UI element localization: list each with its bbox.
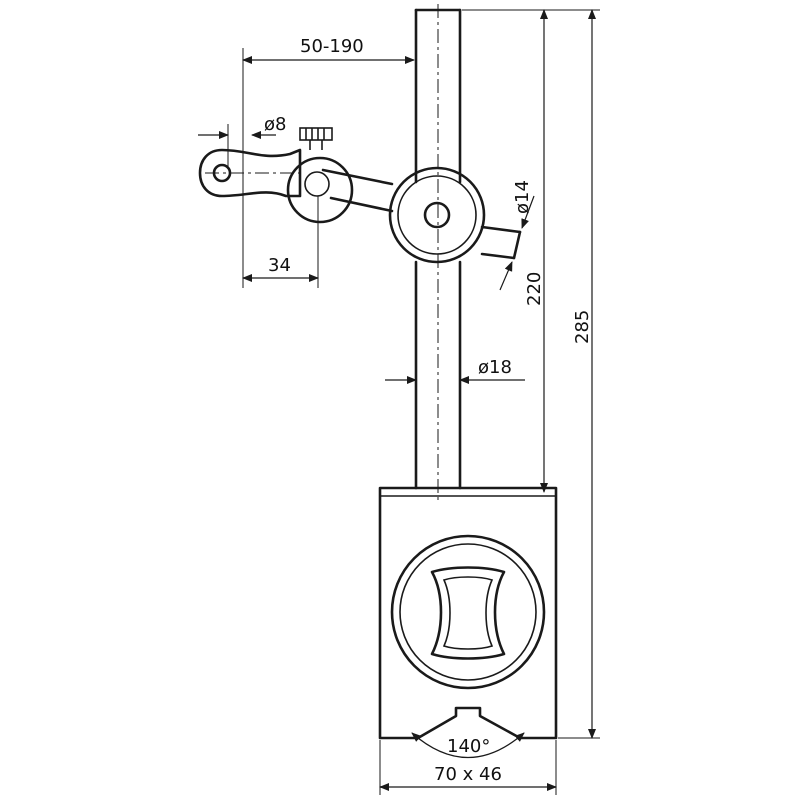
magnet-switch-knob	[390, 534, 546, 690]
dim-prism-angle-label: 140°	[447, 736, 490, 757]
dim-clamp-bore-label: ø8	[264, 114, 286, 135]
dim-column-diameter: ø18	[385, 357, 525, 384]
dim-column-diameter-label: ø18	[478, 357, 512, 378]
column-rod	[414, 4, 462, 500]
dim-arm-reach-label: 50-190	[300, 36, 364, 57]
dim-arm-height: 220	[462, 9, 555, 493]
dim-total-height-label: 285	[572, 310, 593, 344]
dim-total-height: 285	[462, 9, 600, 739]
dim-arm-offset: 34	[242, 196, 319, 288]
dim-arm-diameter-label: ø14	[512, 180, 533, 214]
fine-adjust-joint	[286, 127, 354, 224]
dim-arm-offset-label: 34	[268, 255, 291, 276]
dim-clamp-bore: ø8	[198, 114, 286, 168]
dim-base-size: 70 x 46	[379, 740, 557, 795]
arm-rod	[321, 168, 522, 260]
dim-prism-angle: 140°	[411, 732, 525, 759]
dim-base-size-label: 70 x 46	[434, 764, 502, 785]
magnetic-base	[378, 486, 558, 740]
column-clamp-hub	[388, 166, 486, 264]
dim-arm-diameter: ø14	[499, 180, 535, 291]
dim-arm-height-label: 220	[524, 272, 545, 306]
dim-arm-reach: 50-190	[242, 36, 415, 288]
indicator-holder	[198, 148, 302, 198]
